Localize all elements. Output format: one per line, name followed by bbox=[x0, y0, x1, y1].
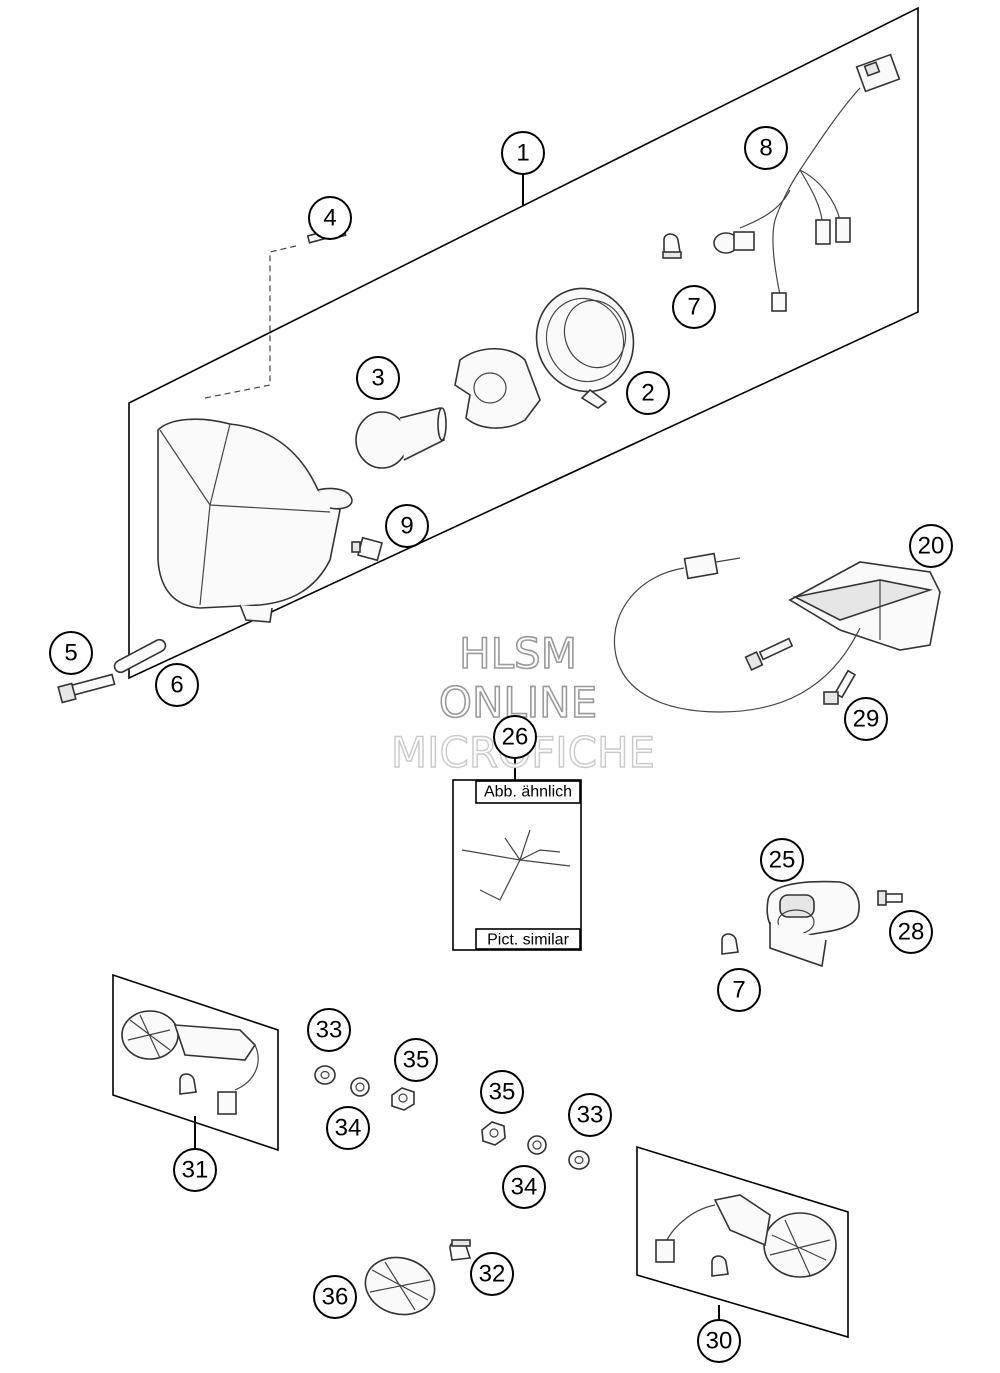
callout-31: 31 bbox=[173, 1148, 217, 1192]
callout-33-right: 33 bbox=[568, 1093, 612, 1137]
leader-lines bbox=[514, 174, 720, 1320]
license-light-bulb bbox=[721, 933, 739, 955]
callout-35-left: 35 bbox=[394, 1038, 438, 1082]
rubber-dust-boot bbox=[535, 287, 635, 409]
washer-right bbox=[568, 1150, 590, 1170]
svg-text:29: 29 bbox=[853, 706, 880, 733]
svg-text:4: 4 bbox=[323, 205, 336, 232]
callout-32: 32 bbox=[470, 1252, 514, 1296]
svg-text:6: 6 bbox=[170, 672, 183, 699]
svg-text:26: 26 bbox=[502, 724, 529, 751]
watermark-line1: HLSM bbox=[459, 629, 577, 678]
callout-30: 30 bbox=[697, 1319, 741, 1363]
lock-washer-right bbox=[527, 1135, 547, 1155]
svg-text:32: 32 bbox=[479, 1261, 506, 1288]
callout-34-left: 34 bbox=[326, 1106, 370, 1150]
svg-text:35: 35 bbox=[489, 1079, 516, 1106]
callout-2: 2 bbox=[626, 371, 670, 415]
callout-7-upper: 7 bbox=[672, 285, 716, 329]
callout-5: 5 bbox=[49, 631, 93, 675]
callout-8: 8 bbox=[744, 126, 788, 170]
inset-bottom-label: Pict. similar bbox=[487, 932, 569, 949]
svg-text:25: 25 bbox=[769, 847, 796, 874]
svg-text:9: 9 bbox=[400, 513, 413, 540]
callout-4: 4 bbox=[308, 196, 352, 240]
callout-33-left: 33 bbox=[307, 1008, 351, 1052]
spacer-sleeve bbox=[113, 638, 167, 674]
svg-text:1: 1 bbox=[516, 140, 529, 167]
callout-6: 6 bbox=[155, 663, 199, 707]
nut-right bbox=[481, 1121, 506, 1146]
callout-34-right: 34 bbox=[502, 1165, 546, 1209]
callout-35-right: 35 bbox=[480, 1070, 524, 1114]
svg-text:5: 5 bbox=[64, 640, 77, 667]
svg-text:33: 33 bbox=[577, 1102, 604, 1129]
svg-text:31: 31 bbox=[182, 1157, 209, 1184]
callout-28: 28 bbox=[889, 910, 933, 954]
turn-signal-panel-right bbox=[636, 1145, 849, 1339]
headlight-bulb bbox=[355, 407, 447, 469]
callout-3: 3 bbox=[356, 356, 400, 400]
washer-left bbox=[314, 1065, 336, 1085]
inset-box-cable-harness bbox=[452, 779, 582, 951]
svg-text:28: 28 bbox=[898, 919, 925, 946]
callout-9: 9 bbox=[385, 504, 429, 548]
svg-text:33: 33 bbox=[316, 1017, 343, 1044]
svg-text:8: 8 bbox=[759, 135, 772, 162]
callout-25: 25 bbox=[760, 838, 804, 882]
svg-text:20: 20 bbox=[918, 533, 945, 560]
license-light-screw bbox=[877, 890, 903, 906]
svg-text:3: 3 bbox=[371, 365, 384, 392]
svg-text:34: 34 bbox=[511, 1174, 538, 1201]
inset-top-label: Abb. ähnlich bbox=[484, 784, 572, 801]
headlight-wiring-harness bbox=[713, 53, 901, 312]
headlight-housing bbox=[157, 418, 353, 623]
svg-text:36: 36 bbox=[322, 1284, 349, 1311]
svg-text:2: 2 bbox=[641, 380, 654, 407]
nut-left bbox=[391, 1087, 415, 1111]
parking-light-bulb-upper bbox=[662, 233, 682, 259]
turn-signal-lens bbox=[364, 1256, 436, 1316]
svg-text:35: 35 bbox=[403, 1047, 430, 1074]
screw-lower bbox=[57, 673, 116, 704]
tail-light-unit bbox=[788, 561, 941, 651]
license-plate-light bbox=[766, 880, 860, 968]
callout-7-lower: 7 bbox=[717, 968, 761, 1012]
turn-signal-panel-left bbox=[112, 973, 279, 1152]
lock-washer-left bbox=[350, 1077, 370, 1097]
callout-20: 20 bbox=[909, 524, 953, 568]
callout-36: 36 bbox=[313, 1275, 357, 1319]
tail-light-screw-lower bbox=[823, 669, 857, 705]
svg-text:7: 7 bbox=[732, 977, 745, 1004]
tail-light-cable bbox=[613, 552, 861, 713]
bulb-retainer-plate bbox=[454, 348, 541, 429]
svg-text:30: 30 bbox=[706, 1328, 733, 1355]
headlight-adjuster bbox=[351, 536, 383, 562]
callout-29: 29 bbox=[844, 697, 888, 741]
callout-1: 1 bbox=[501, 131, 545, 175]
tail-light-screw-upper bbox=[744, 637, 794, 671]
svg-text:34: 34 bbox=[335, 1115, 362, 1142]
callout-26: 26 bbox=[493, 715, 537, 759]
svg-text:7: 7 bbox=[687, 294, 700, 321]
turn-signal-bulb bbox=[449, 1239, 472, 1261]
